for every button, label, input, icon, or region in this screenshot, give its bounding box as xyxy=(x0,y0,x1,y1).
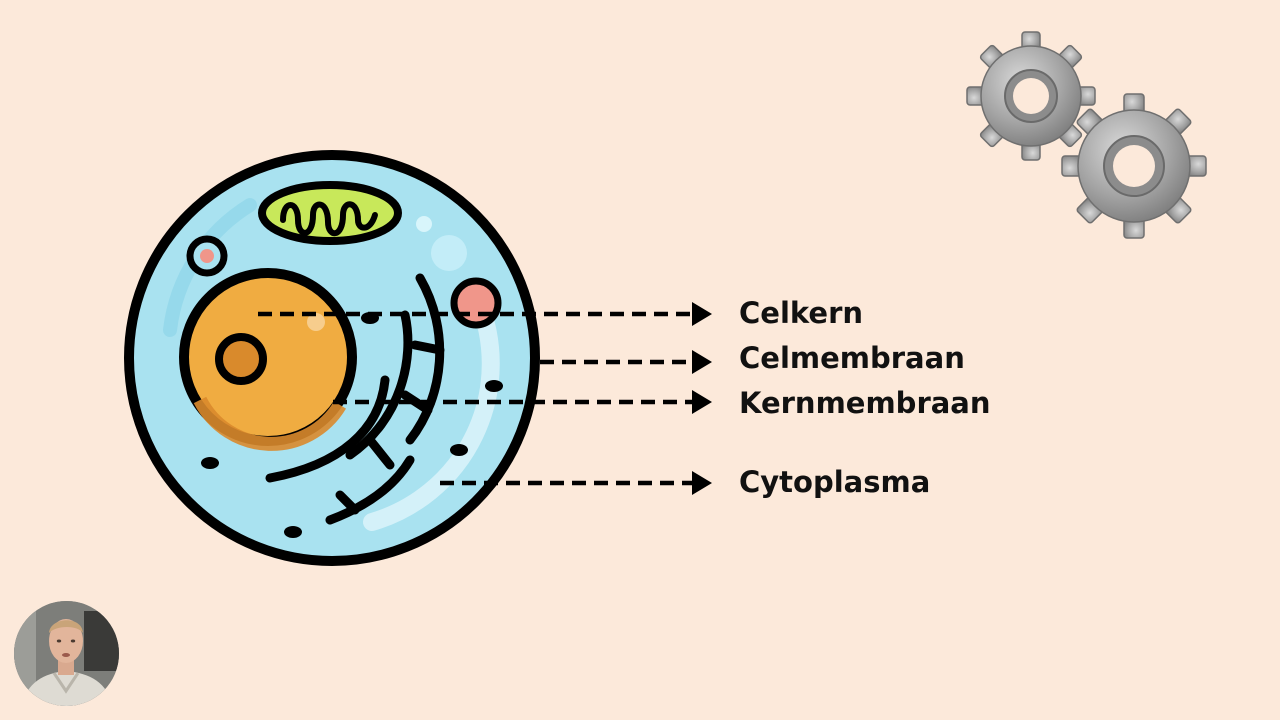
label-celkern: Celkern xyxy=(739,296,864,330)
gear-small-icon xyxy=(966,31,1096,161)
arrow-heads xyxy=(692,302,712,495)
label-kernmembraan: Kernmembraan xyxy=(739,386,991,420)
label-cytoplasma: Cytoplasma xyxy=(739,465,931,499)
mitochondrion xyxy=(258,181,402,245)
gears-icon xyxy=(966,31,1207,239)
arrowhead-celmembraan xyxy=(692,350,712,374)
cytoplasm-highlight xyxy=(363,291,500,531)
endoplasmic-reticulum xyxy=(265,273,445,525)
pointer-arrows xyxy=(258,311,700,486)
arrowhead-celkern xyxy=(692,302,712,326)
nucleolus xyxy=(215,333,267,385)
vesicle-right xyxy=(450,277,502,329)
label-celmembraan: Celmembraan xyxy=(739,341,965,375)
presenter-head xyxy=(49,619,83,663)
arrowhead-kernmembraan xyxy=(692,390,712,414)
presenter-webcam xyxy=(14,601,119,706)
arrowhead-cytoplasma xyxy=(692,471,712,495)
animal-cell xyxy=(124,150,540,566)
vesicle-left xyxy=(186,235,228,277)
nucleus xyxy=(179,268,357,451)
gear-large-icon xyxy=(1061,93,1207,239)
